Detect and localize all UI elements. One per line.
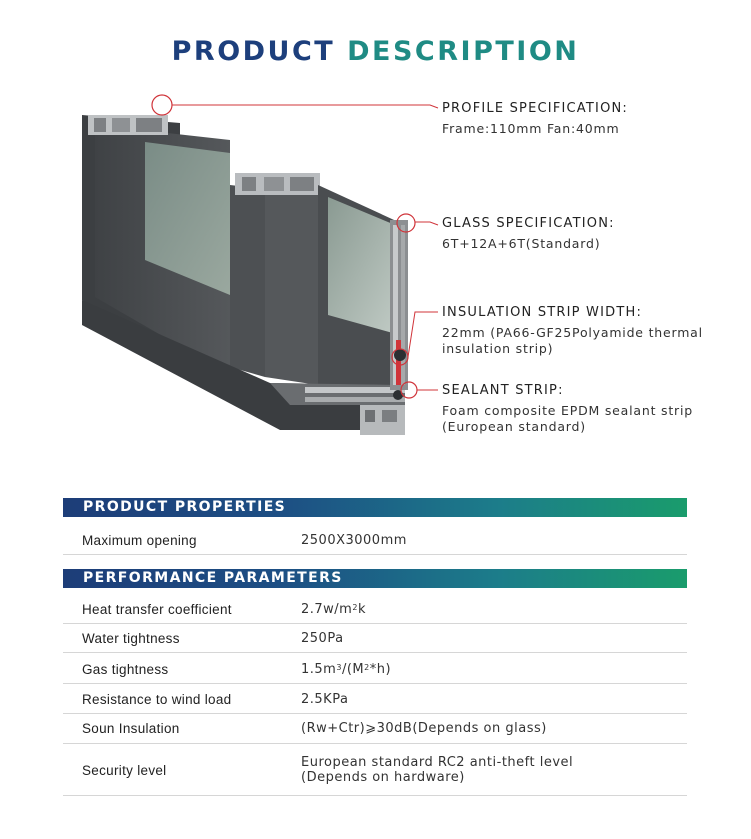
section-header-label: PERFORMANCE PARAMETERS xyxy=(83,570,343,586)
row-value: 1.5m3/(M2*h) xyxy=(301,662,392,677)
spec-detail: 22mm (PA66-GF25Polyamide thermal insulat… xyxy=(442,325,703,356)
product-properties-header: PRODUCT PROPERTIES xyxy=(63,498,687,517)
spec-detail: Foam composite EPDM sealant strip (Europ… xyxy=(442,403,694,434)
spec-detail: Frame:110mm Fan:40mm xyxy=(442,121,620,136)
row-label: Security level xyxy=(82,763,167,778)
row-value: 2.5KPa xyxy=(301,692,349,707)
spec-sealant-strip: SEALANT STRIP: Foam composite EPDM seala… xyxy=(442,383,742,435)
table-row: Resistance to wind load 2.5KPa xyxy=(63,684,687,714)
window-profile-illustration xyxy=(82,94,418,435)
table-row: Soun Insulation (Rw+Ctr)⩾30dB(Depends on… xyxy=(63,714,687,744)
title-word-description: DESCRIPTION xyxy=(347,36,580,67)
spec-heading: SEALANT STRIP: xyxy=(442,383,564,398)
title-word-product: PRODUCT xyxy=(171,36,336,67)
row-value: European standard RC2 anti-theft level(D… xyxy=(301,755,574,785)
page-title: PRODUCT DESCRIPTION xyxy=(0,36,751,67)
performance-parameters-header: PERFORMANCE PARAMETERS xyxy=(63,569,687,588)
callout-leaders xyxy=(172,104,439,391)
row-label: Soun Insulation xyxy=(82,721,180,736)
row-label: Heat transfer coefficient xyxy=(82,602,232,617)
table-row: Gas tightness 1.5m3/(M2*h) xyxy=(63,653,687,684)
row-label: Maximum opening xyxy=(82,533,197,548)
spec-heading: INSULATION STRIP WIDTH: xyxy=(442,305,643,320)
spec-detail: 6T+12A+6T(Standard) xyxy=(442,236,601,251)
row-label: Resistance to wind load xyxy=(82,692,232,707)
section-header-label: PRODUCT PROPERTIES xyxy=(83,499,287,515)
table-row: Security level European standard RC2 ant… xyxy=(63,744,687,796)
table-row: Maximum opening 2500X3000mm xyxy=(63,525,687,555)
row-value: 2.7w/m2k xyxy=(301,602,366,617)
table-row: Heat transfer coefficient 2.7w/m2k xyxy=(63,595,687,624)
row-value: 2500X3000mm xyxy=(301,533,407,548)
spec-insulation-strip: INSULATION STRIP WIDTH: 22mm (PA66-GF25P… xyxy=(442,305,742,357)
row-value: (Rw+Ctr)⩾30dB(Depends on glass) xyxy=(301,721,547,736)
row-label: Water tightness xyxy=(82,631,180,646)
table-row: Water tightness 250Pa xyxy=(63,624,687,653)
row-label: Gas tightness xyxy=(82,662,169,677)
row-value: 250Pa xyxy=(301,631,344,646)
spec-heading: GLASS SPECIFICATION: xyxy=(442,216,615,231)
spec-glass: GLASS SPECIFICATION: 6T+12A+6T(Standard) xyxy=(442,216,615,252)
spec-profile: PROFILE SPECIFICATION: Frame:110mm Fan:4… xyxy=(442,101,628,137)
spec-heading: PROFILE SPECIFICATION: xyxy=(442,101,629,116)
